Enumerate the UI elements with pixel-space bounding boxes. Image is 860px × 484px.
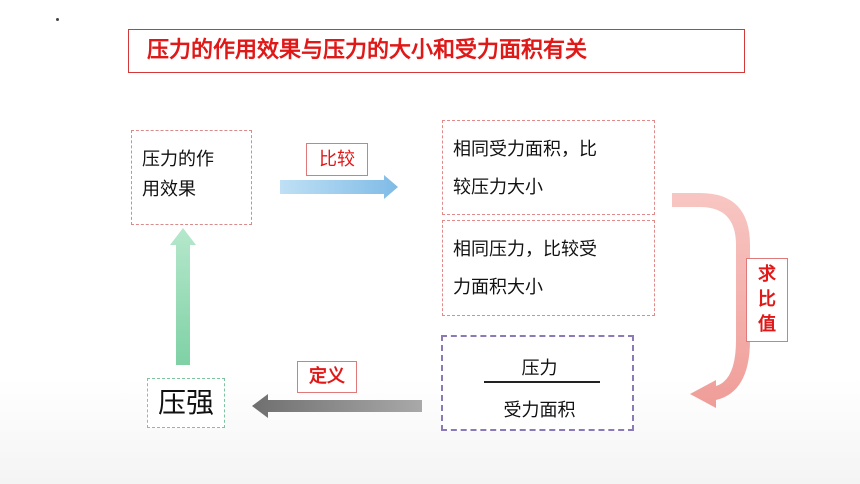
fraction-denominator: 受力面积: [503, 400, 576, 421]
ratio-arrow: [672, 193, 750, 408]
compare-box-1-line1: 相同受力面积，比: [453, 139, 597, 160]
ratio-label-char3: 值: [758, 314, 776, 335]
fraction-numerator: 压力: [521, 358, 558, 379]
compare-box-1-line2: 较压力大小: [453, 177, 543, 198]
compare-box-2-line2: 力面积大小: [453, 277, 543, 298]
effect-box-line2: 用效果: [142, 179, 196, 200]
page-title: 压力的作用效果与压力的大小和受力面积有关: [128, 29, 745, 73]
define-arrow: [252, 394, 422, 418]
compare-box-same-force: 相同压力，比较受 力面积大小: [442, 220, 655, 316]
up-arrow: [170, 228, 196, 365]
compare-arrow: [280, 175, 398, 199]
pressure-box: 压强: [147, 378, 225, 428]
fraction-box: 压力 受力面积: [441, 335, 634, 431]
ratio-label-char1: 求: [758, 264, 776, 285]
compare-box-2-line1: 相同压力，比较受: [453, 239, 597, 260]
compare-box-same-area: 相同受力面积，比 较压力大小: [442, 120, 655, 215]
decor-dot: [56, 18, 59, 21]
define-label: 定义: [297, 361, 357, 393]
effect-box-line1: 压力的作: [142, 149, 214, 170]
ratio-label: 求 比 值: [746, 258, 788, 342]
compare-label: 比较: [306, 143, 368, 176]
ratio-label-char2: 比: [758, 289, 776, 310]
fraction-bar: [484, 381, 600, 383]
effect-box: 压力的作 用效果: [131, 130, 252, 225]
